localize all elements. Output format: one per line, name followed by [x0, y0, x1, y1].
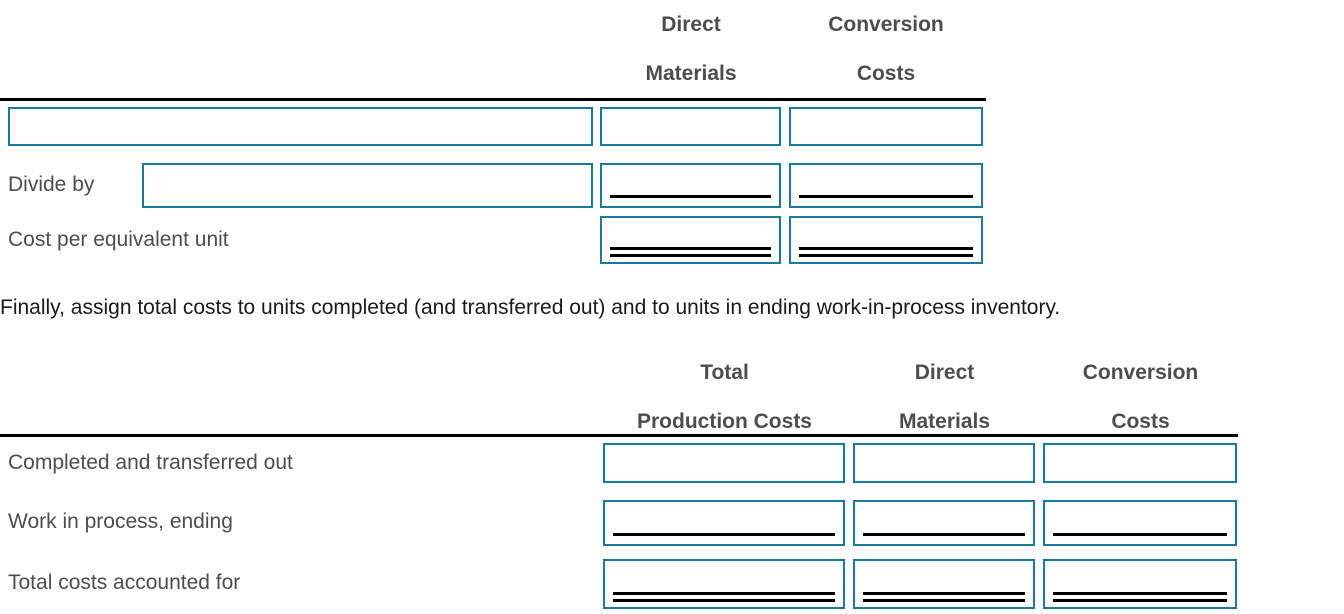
table2-row3-total-production-costs-input[interactable] — [603, 559, 845, 609]
table2-row1-direct-materials-input[interactable] — [853, 443, 1035, 483]
table2-row3-total-production-costs-underline-top — [613, 592, 835, 595]
table1-row3-label: Cost per equivalent unit — [8, 228, 229, 251]
table1-top-rule — [0, 98, 986, 101]
table2-row3-conversion-costs-underline-bottom — [1053, 599, 1227, 602]
table1-row-2: Divide by — [0, 163, 986, 208]
table1-row1-conversion-costs-input[interactable] — [789, 107, 983, 146]
table2-header-direct-materials-line1: Direct — [914, 361, 975, 384]
table2-row3-conversion-costs-underline-top — [1053, 592, 1227, 595]
table1-row2-direct-materials-input[interactable] — [600, 163, 781, 208]
table1-row3-direct-materials-input[interactable] — [600, 216, 781, 264]
table2-row2-direct-materials-input[interactable] — [853, 500, 1035, 546]
table2-header-total-production-costs-line1: Total — [700, 361, 749, 384]
table2-row1-total-production-costs-input[interactable] — [603, 443, 845, 483]
table2-row2-direct-materials-underline — [863, 533, 1025, 536]
table2-row3-total-production-costs-underline-bottom — [613, 599, 835, 602]
table2-row2-total-production-costs-input[interactable] — [603, 500, 845, 546]
table2-row1-label: Completed and transferred out — [8, 451, 293, 474]
table2-row-2: Work in process, ending — [0, 500, 1238, 546]
table2-row3-direct-materials-underline-top — [863, 592, 1025, 595]
table1-header-line1: Direct Conversion — [0, 0, 986, 49]
table1-row2-conversion-costs-underline — [799, 195, 973, 198]
table2-row3-direct-materials-underline-bottom — [863, 599, 1025, 602]
cost-assignment-table: Total Direct Conversion Production Costs… — [0, 348, 1238, 614]
table2-row2-total-production-costs-underline — [613, 533, 835, 536]
table1-header-conversion-costs-line2: Costs — [856, 62, 916, 85]
table1-row3-conversion-costs-underline-top — [799, 247, 973, 250]
table1-row2-direct-materials-underline — [610, 195, 771, 198]
table1-row-3: Cost per equivalent unit — [0, 216, 986, 264]
table2-row3-conversion-costs-input[interactable] — [1043, 559, 1237, 609]
table2-row2-conversion-costs-underline — [1053, 533, 1227, 536]
table2-row3-label: Total costs accounted for — [8, 571, 241, 594]
table1-row2-description-input[interactable] — [142, 163, 593, 208]
table1-row2-conversion-costs-input[interactable] — [789, 163, 983, 208]
table1-header-line2: Materials Costs — [0, 49, 986, 98]
table1-header-direct-materials-line2: Materials — [645, 62, 737, 85]
table2-header-conversion-costs-line1: Conversion — [1082, 361, 1199, 384]
table2-row2-conversion-costs-input[interactable] — [1043, 500, 1237, 546]
table1-row3-direct-materials-underline-top — [610, 247, 771, 250]
table1-row3-direct-materials-underline-bottom — [610, 254, 771, 257]
table1-row1-direct-materials-input[interactable] — [600, 107, 781, 146]
table2-row1-conversion-costs-input[interactable] — [1043, 443, 1237, 483]
table2-row2-label: Work in process, ending — [8, 510, 233, 533]
table2-header-total-production-costs-line2: Production Costs — [636, 410, 812, 433]
table1-header-direct-materials-line1: Direct — [661, 13, 721, 36]
table2-header-direct-materials-line2: Materials — [898, 410, 991, 433]
table2-top-rule — [0, 434, 1238, 437]
table2-header-line1: Total Direct Conversion — [0, 348, 1238, 397]
table1-row2-label: Divide by — [8, 173, 95, 196]
table1-row3-conversion-costs-underline-bottom — [799, 254, 973, 257]
table2-header-line2: Production Costs Materials Costs — [0, 397, 1238, 446]
table1-row3-conversion-costs-input[interactable] — [789, 216, 983, 264]
table1-row1-description-input[interactable] — [8, 107, 593, 146]
table2-header-conversion-costs-line2: Costs — [1111, 410, 1170, 433]
table1-header-conversion-costs-line1: Conversion — [828, 13, 944, 36]
table2-row3-direct-materials-input[interactable] — [853, 559, 1035, 609]
table2-row-1: Completed and transferred out — [0, 443, 1238, 483]
instruction-paragraph: Finally, assign total costs to units com… — [0, 296, 1061, 319]
table2-row-3: Total costs accounted for — [0, 559, 1238, 609]
table1-row-1 — [0, 107, 986, 146]
equivalent-unit-cost-table: Direct Conversion Materials Costs Divide… — [0, 0, 986, 268]
